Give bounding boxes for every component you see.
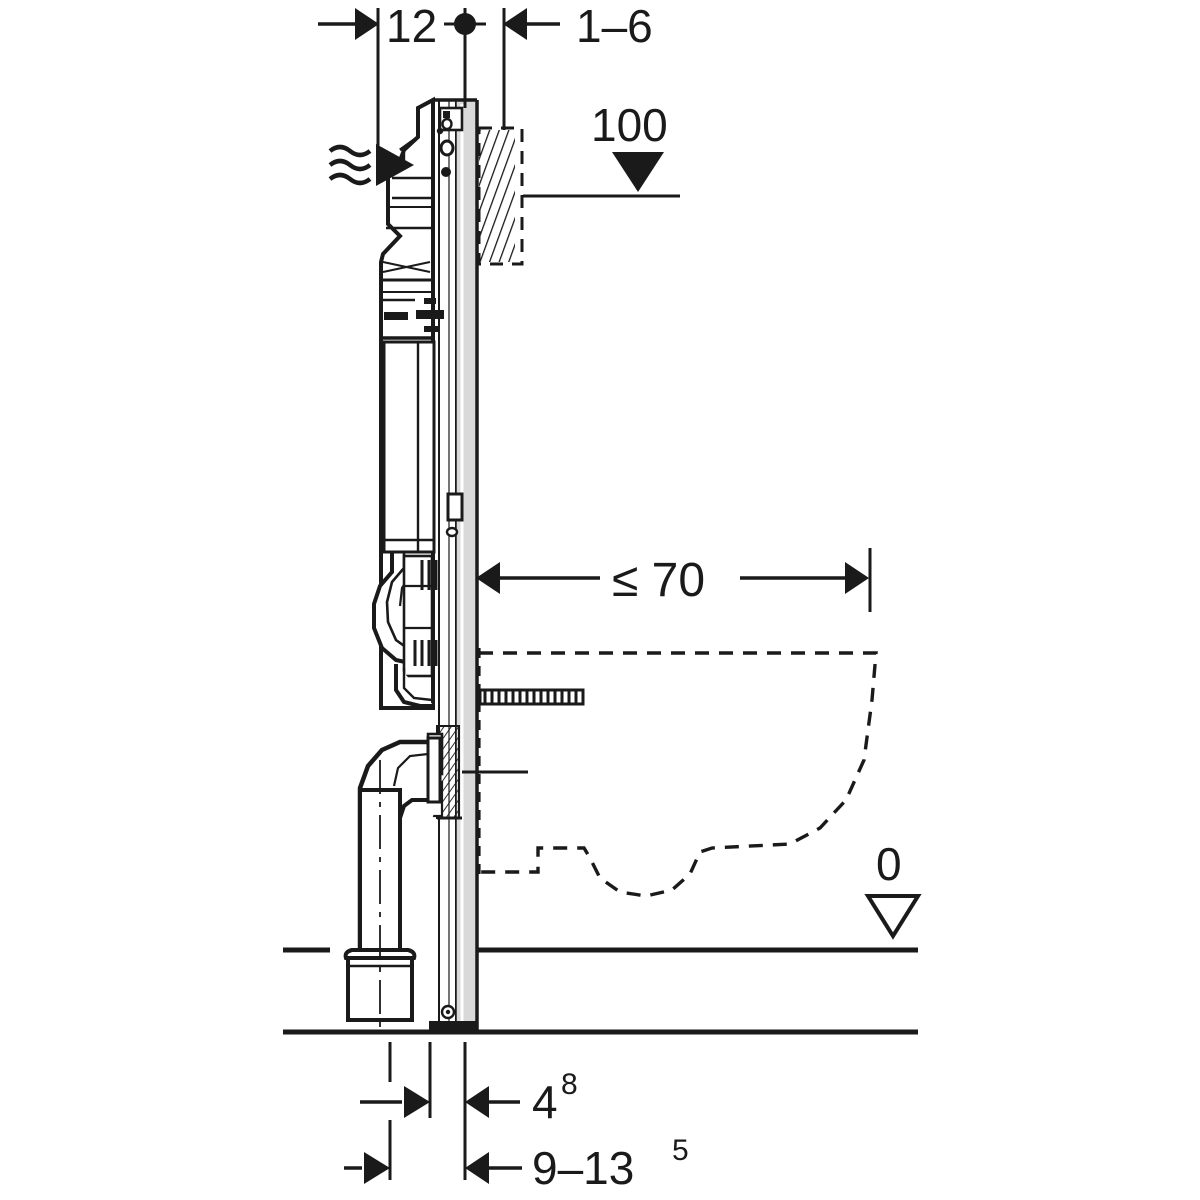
dim-label-1-6: 1–6 xyxy=(576,0,653,52)
arrow-right-icon xyxy=(355,8,379,40)
wc-threaded-mounting-rod xyxy=(478,688,585,706)
level-0-group: 0 xyxy=(864,838,922,940)
dim-label-9-13: 9–13 xyxy=(532,1142,634,1194)
leader-lines xyxy=(462,194,680,774)
drain-elbow-pipe xyxy=(343,736,442,1035)
dim-label-70: ≤ 70 xyxy=(612,554,705,607)
dimension-bottom-group: 4 8 9–13 5 xyxy=(344,1042,689,1194)
floor-lines xyxy=(283,947,918,1035)
dim-label-4-sup: 8 xyxy=(561,1068,578,1101)
arrow-left-icon xyxy=(465,1152,489,1184)
dim-label-9-13-sup: 5 xyxy=(672,1134,689,1167)
arrow-left-icon xyxy=(476,562,500,594)
dimension-top-group: 12 1–6 xyxy=(318,0,653,158)
level-100-group: 100 xyxy=(523,99,680,198)
wall-finish-hatch xyxy=(477,126,524,266)
dim-label-12: 12 xyxy=(386,0,437,52)
arrow-left-icon xyxy=(465,1086,489,1118)
wall-hung-wc-bowl-outline xyxy=(477,648,878,898)
arrow-right-icon xyxy=(404,1086,430,1118)
flush-pipe xyxy=(372,552,440,708)
dimension-projection-group: ≤ 70 xyxy=(476,548,872,612)
air-flow-waves-icon xyxy=(328,144,414,186)
arrow-right-icon xyxy=(364,1152,390,1184)
actuator-plate-opening xyxy=(477,126,524,266)
arrow-right-icon xyxy=(845,562,869,594)
arrow-left-icon xyxy=(503,8,527,40)
level-label-0: 0 xyxy=(876,838,902,890)
level-datum-filled-icon xyxy=(612,152,664,192)
dim-label-4: 4 xyxy=(532,1076,558,1128)
level-datum-open-icon xyxy=(864,894,922,940)
level-label-100: 100 xyxy=(591,99,668,151)
